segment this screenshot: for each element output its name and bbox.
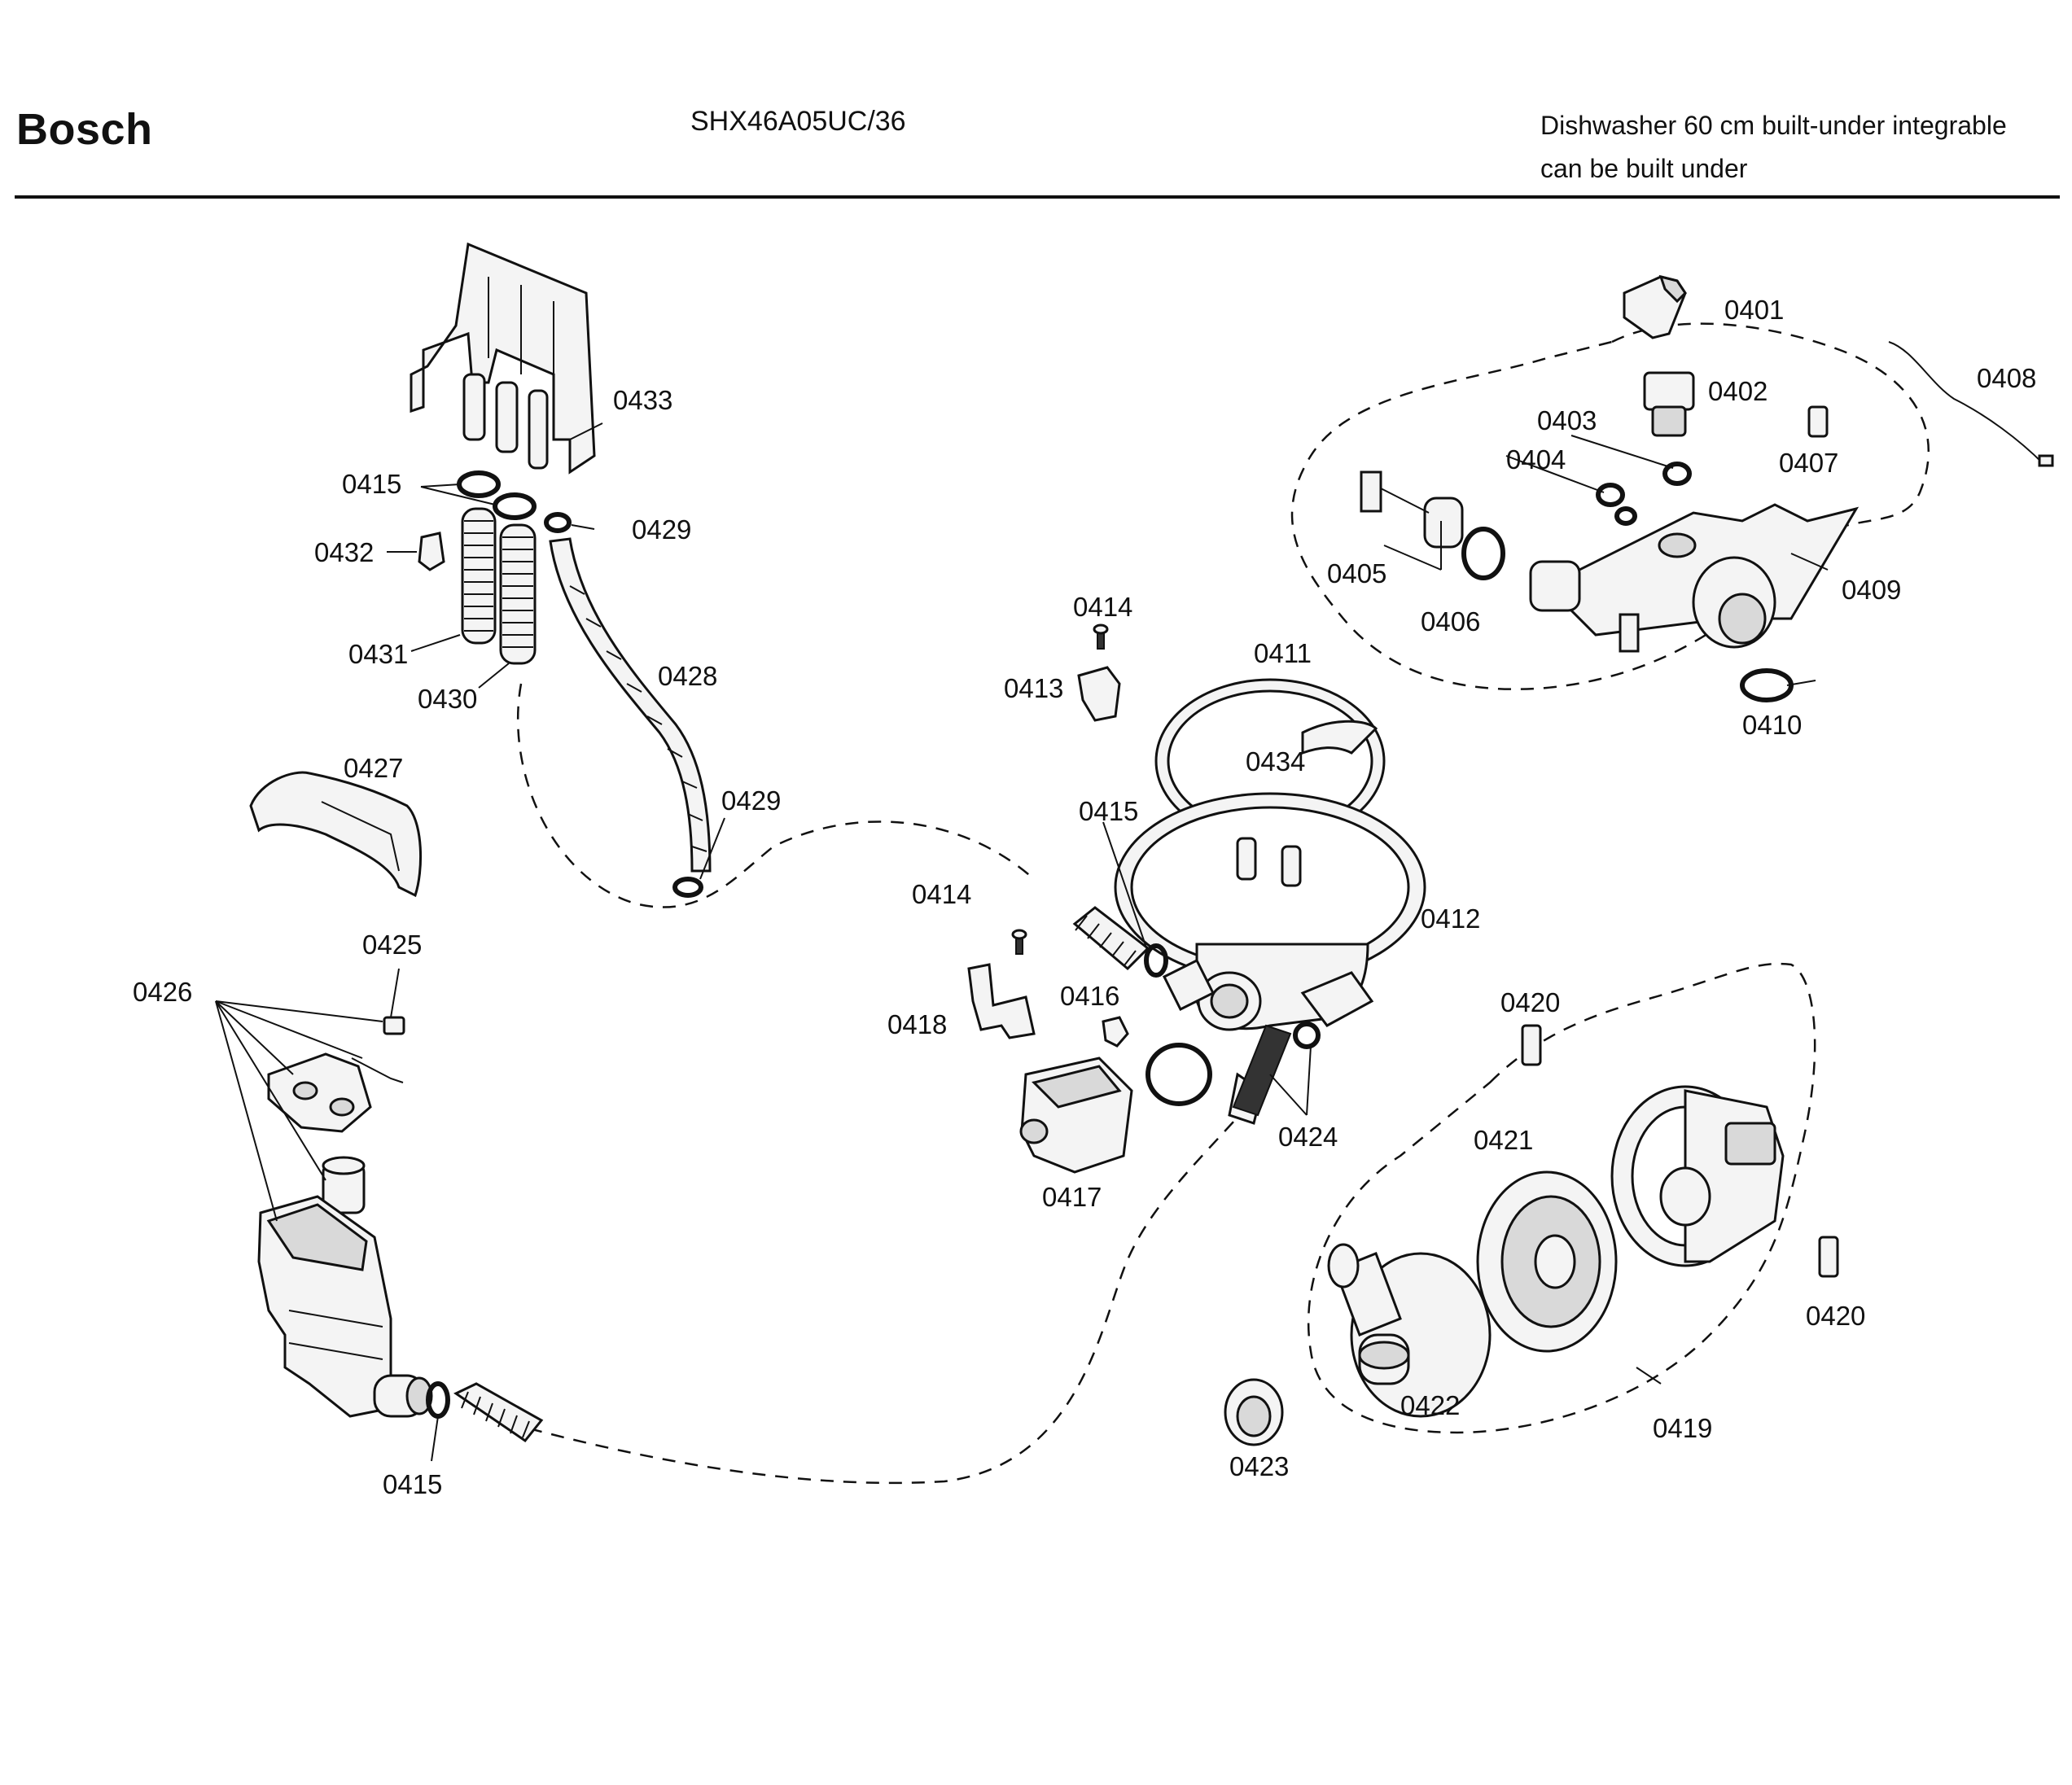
part-0404-ring-b <box>1614 506 1637 526</box>
label-0404: 0404 <box>1506 444 1566 475</box>
part-0418-bracket <box>967 963 1036 1039</box>
part-0421-impeller-housing <box>1476 1170 1618 1353</box>
label-0402: 0402 <box>1708 376 1768 406</box>
part-0420-clip-right <box>1818 1236 1839 1278</box>
hose-route-left <box>517 683 1035 908</box>
label-0420-right: 0420 <box>1806 1301 1865 1331</box>
label-0409: 0409 <box>1842 575 1901 605</box>
part-0402-sensor <box>1643 371 1695 437</box>
group-outline-0409 <box>1290 322 1930 690</box>
part-0405-sensor <box>1360 470 1464 549</box>
label-0406: 0406 <box>1421 606 1480 637</box>
label-0433: 0433 <box>613 385 672 415</box>
label-0414-middle: 0414 <box>912 879 971 909</box>
part-labels: 0401 0402 0403 0404 0405 0406 0407 0408 … <box>133 295 2036 1499</box>
part-0408-wire <box>1888 341 2044 465</box>
label-0407: 0407 <box>1779 448 1838 478</box>
label-0417: 0417 <box>1042 1182 1102 1212</box>
part-0423-seal <box>1224 1378 1284 1446</box>
label-0425: 0425 <box>362 930 422 960</box>
part-0414-screw-top <box>1093 623 1109 650</box>
part-0429-clamp-top <box>544 512 572 533</box>
label-0413: 0413 <box>1004 673 1063 703</box>
label-0430: 0430 <box>418 684 477 714</box>
label-0421: 0421 <box>1474 1125 1533 1155</box>
label-0424: 0424 <box>1278 1122 1338 1152</box>
part-0424-ring <box>1293 1022 1321 1049</box>
label-0410: 0410 <box>1742 710 1802 740</box>
part-0415-ring-sump <box>1144 943 1168 978</box>
part-0434-flap <box>1301 720 1378 755</box>
label-0415-bottom: 0415 <box>383 1469 442 1499</box>
part-0415-ring-top-a <box>457 470 501 498</box>
label-0416: 0416 <box>1060 981 1119 1011</box>
part-0432-clip <box>418 532 445 571</box>
header-divider <box>15 195 2060 199</box>
part-0428-hose <box>549 537 712 873</box>
part-0422-pump-housing <box>1327 1243 1492 1418</box>
part-0419-motor <box>1610 1085 1785 1267</box>
part-0401-cover <box>1623 274 1687 339</box>
brand-name: Bosch <box>16 105 153 154</box>
label-0418: 0418 <box>887 1009 947 1039</box>
description-line-2: can be built under <box>1540 154 1748 183</box>
part-drain-hose-bottom <box>453 1382 544 1443</box>
label-0429-top: 0429 <box>632 514 691 545</box>
part-0407-clip <box>1807 405 1829 438</box>
label-0405: 0405 <box>1327 558 1386 588</box>
part-0426-pump-unit <box>257 1195 433 1418</box>
part-0413-bracket <box>1077 666 1121 722</box>
part-0408-connector <box>2038 454 2054 467</box>
part-0417-drain-pump <box>1019 1057 1133 1174</box>
part-0416-clip <box>1102 1016 1129 1048</box>
part-0433-distributor <box>410 242 596 475</box>
part-0409-manifold <box>1529 503 1860 653</box>
part-sump-gasket <box>1146 1043 1212 1106</box>
description-line-1: Dishwasher 60 cm built-under integrable <box>1540 111 2007 140</box>
label-0401: 0401 <box>1724 295 1784 325</box>
hose-route-bottom <box>528 1098 1255 1485</box>
label-0422: 0422 <box>1400 1390 1460 1420</box>
part-0430-hose <box>499 523 537 665</box>
part-0406-seal <box>1461 527 1505 580</box>
part-0410-clamp <box>1740 668 1816 702</box>
label-0428: 0428 <box>658 661 717 691</box>
label-0434: 0434 <box>1246 746 1305 777</box>
label-0419: 0419 <box>1653 1413 1712 1443</box>
part-0427-cover <box>249 771 422 898</box>
part-0420-clip-top <box>1521 1024 1542 1066</box>
label-0427: 0427 <box>344 753 403 783</box>
part-0412-sump <box>1114 792 1426 1031</box>
product-description: Dishwasher 60 cm built-under integrable … <box>1540 104 2007 190</box>
label-0412: 0412 <box>1421 903 1480 934</box>
label-0403: 0403 <box>1537 405 1597 435</box>
label-0408: 0408 <box>1977 363 2036 393</box>
part-0404-ring <box>1596 483 1625 507</box>
label-0415-top: 0415 <box>342 469 401 499</box>
part-0426-assembly <box>267 1052 404 1214</box>
group-outline-0419 <box>1307 962 1816 1434</box>
part-sump-hose-upper <box>1072 906 1150 971</box>
part-0414-screw-middle <box>1011 929 1027 955</box>
leader-lines <box>215 422 1829 1462</box>
label-0432: 0432 <box>314 537 374 567</box>
label-0429-bottom: 0429 <box>721 785 781 816</box>
label-0420-top: 0420 <box>1500 987 1560 1017</box>
model-number: SHX46A05UC/36 <box>690 106 906 137</box>
label-0415-sump: 0415 <box>1079 796 1138 826</box>
label-0414-top: 0414 <box>1073 592 1132 622</box>
part-0415-ring-top-b <box>493 492 537 520</box>
part-0403-ring <box>1662 462 1692 486</box>
part-0424-hose <box>1228 1024 1292 1125</box>
label-0431: 0431 <box>348 639 408 669</box>
label-0426: 0426 <box>133 977 192 1007</box>
part-0429-clamp-bottom <box>672 877 703 898</box>
label-0423: 0423 <box>1229 1451 1289 1481</box>
part-0431-hose <box>461 507 497 645</box>
part-0425-clip <box>383 1016 405 1035</box>
label-0411: 0411 <box>1254 638 1312 668</box>
